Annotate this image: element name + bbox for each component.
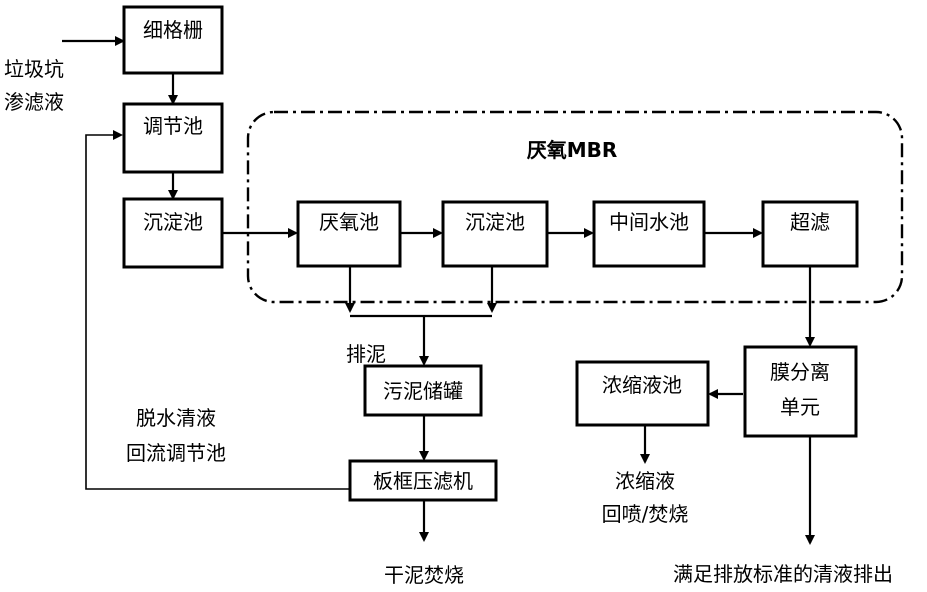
ultrafiltration-label: 超滤 <box>790 210 830 234</box>
plate-frame-press-label: 板框压滤机 <box>373 469 473 493</box>
concentrate-tank-label: 浓缩液池 <box>602 373 682 397</box>
plate-frame-press-box: 板框压滤机 <box>348 459 498 502</box>
concentrate-out-label-line2: 回喷/焚烧 <box>602 502 689 526</box>
dewater-return-line <box>85 130 349 490</box>
concentrate-tank-box: 浓缩液池 <box>575 360 710 427</box>
anaerobic-tank-label: 厌氧池 <box>319 210 379 234</box>
anaerobic-mbr-group-boundary <box>246 110 904 304</box>
anaerobic-tank-box: 厌氧池 <box>296 200 402 268</box>
sludge-discharge-label: 排泥 <box>346 342 386 366</box>
equalization-tank-box: 调节池 <box>122 102 224 174</box>
fine-screen-box: 细格栅 <box>122 5 224 75</box>
equalization-tank-label: 调节池 <box>143 114 203 138</box>
leachate-input-label-line1: 垃圾坑 <box>4 57 64 81</box>
intermediate-tank-label: 中间水池 <box>609 210 689 234</box>
fine-screen-label: 细格栅 <box>143 18 203 42</box>
concentrate-out-label-line1: 浓缩液 <box>615 469 675 493</box>
settling-tank-1-box: 沉淀池 <box>122 197 224 269</box>
dry-sludge-label: 干泥焚烧 <box>384 563 464 587</box>
clean-discharge-label: 满足排放标准的清液排出 <box>673 562 893 586</box>
sludge-storage-label: 污泥储罐 <box>383 379 463 403</box>
settling-tank-2-box: 沉淀池 <box>441 200 549 268</box>
ultrafiltration-box: 超滤 <box>761 200 859 268</box>
settling-tank-2-label: 沉淀池 <box>465 210 525 234</box>
sludge-storage-box: 污泥储罐 <box>363 364 483 417</box>
settling-tank-1-label: 沉淀池 <box>143 210 203 234</box>
group-title: 厌氧MBR <box>527 138 618 162</box>
dewater-return-label-line2: 回流调节池 <box>126 441 226 465</box>
dewater-return-label-line1: 脱水清液 <box>136 406 216 430</box>
leachate-input-label-line2: 渗滤液 <box>4 90 64 114</box>
membrane-unit-box: 膜分离 单元 <box>743 345 858 438</box>
membrane-unit-label-line2: 单元 <box>780 395 820 419</box>
membrane-unit-label-line1: 膜分离 <box>770 360 830 384</box>
intermediate-tank-box: 中间水池 <box>592 200 706 268</box>
